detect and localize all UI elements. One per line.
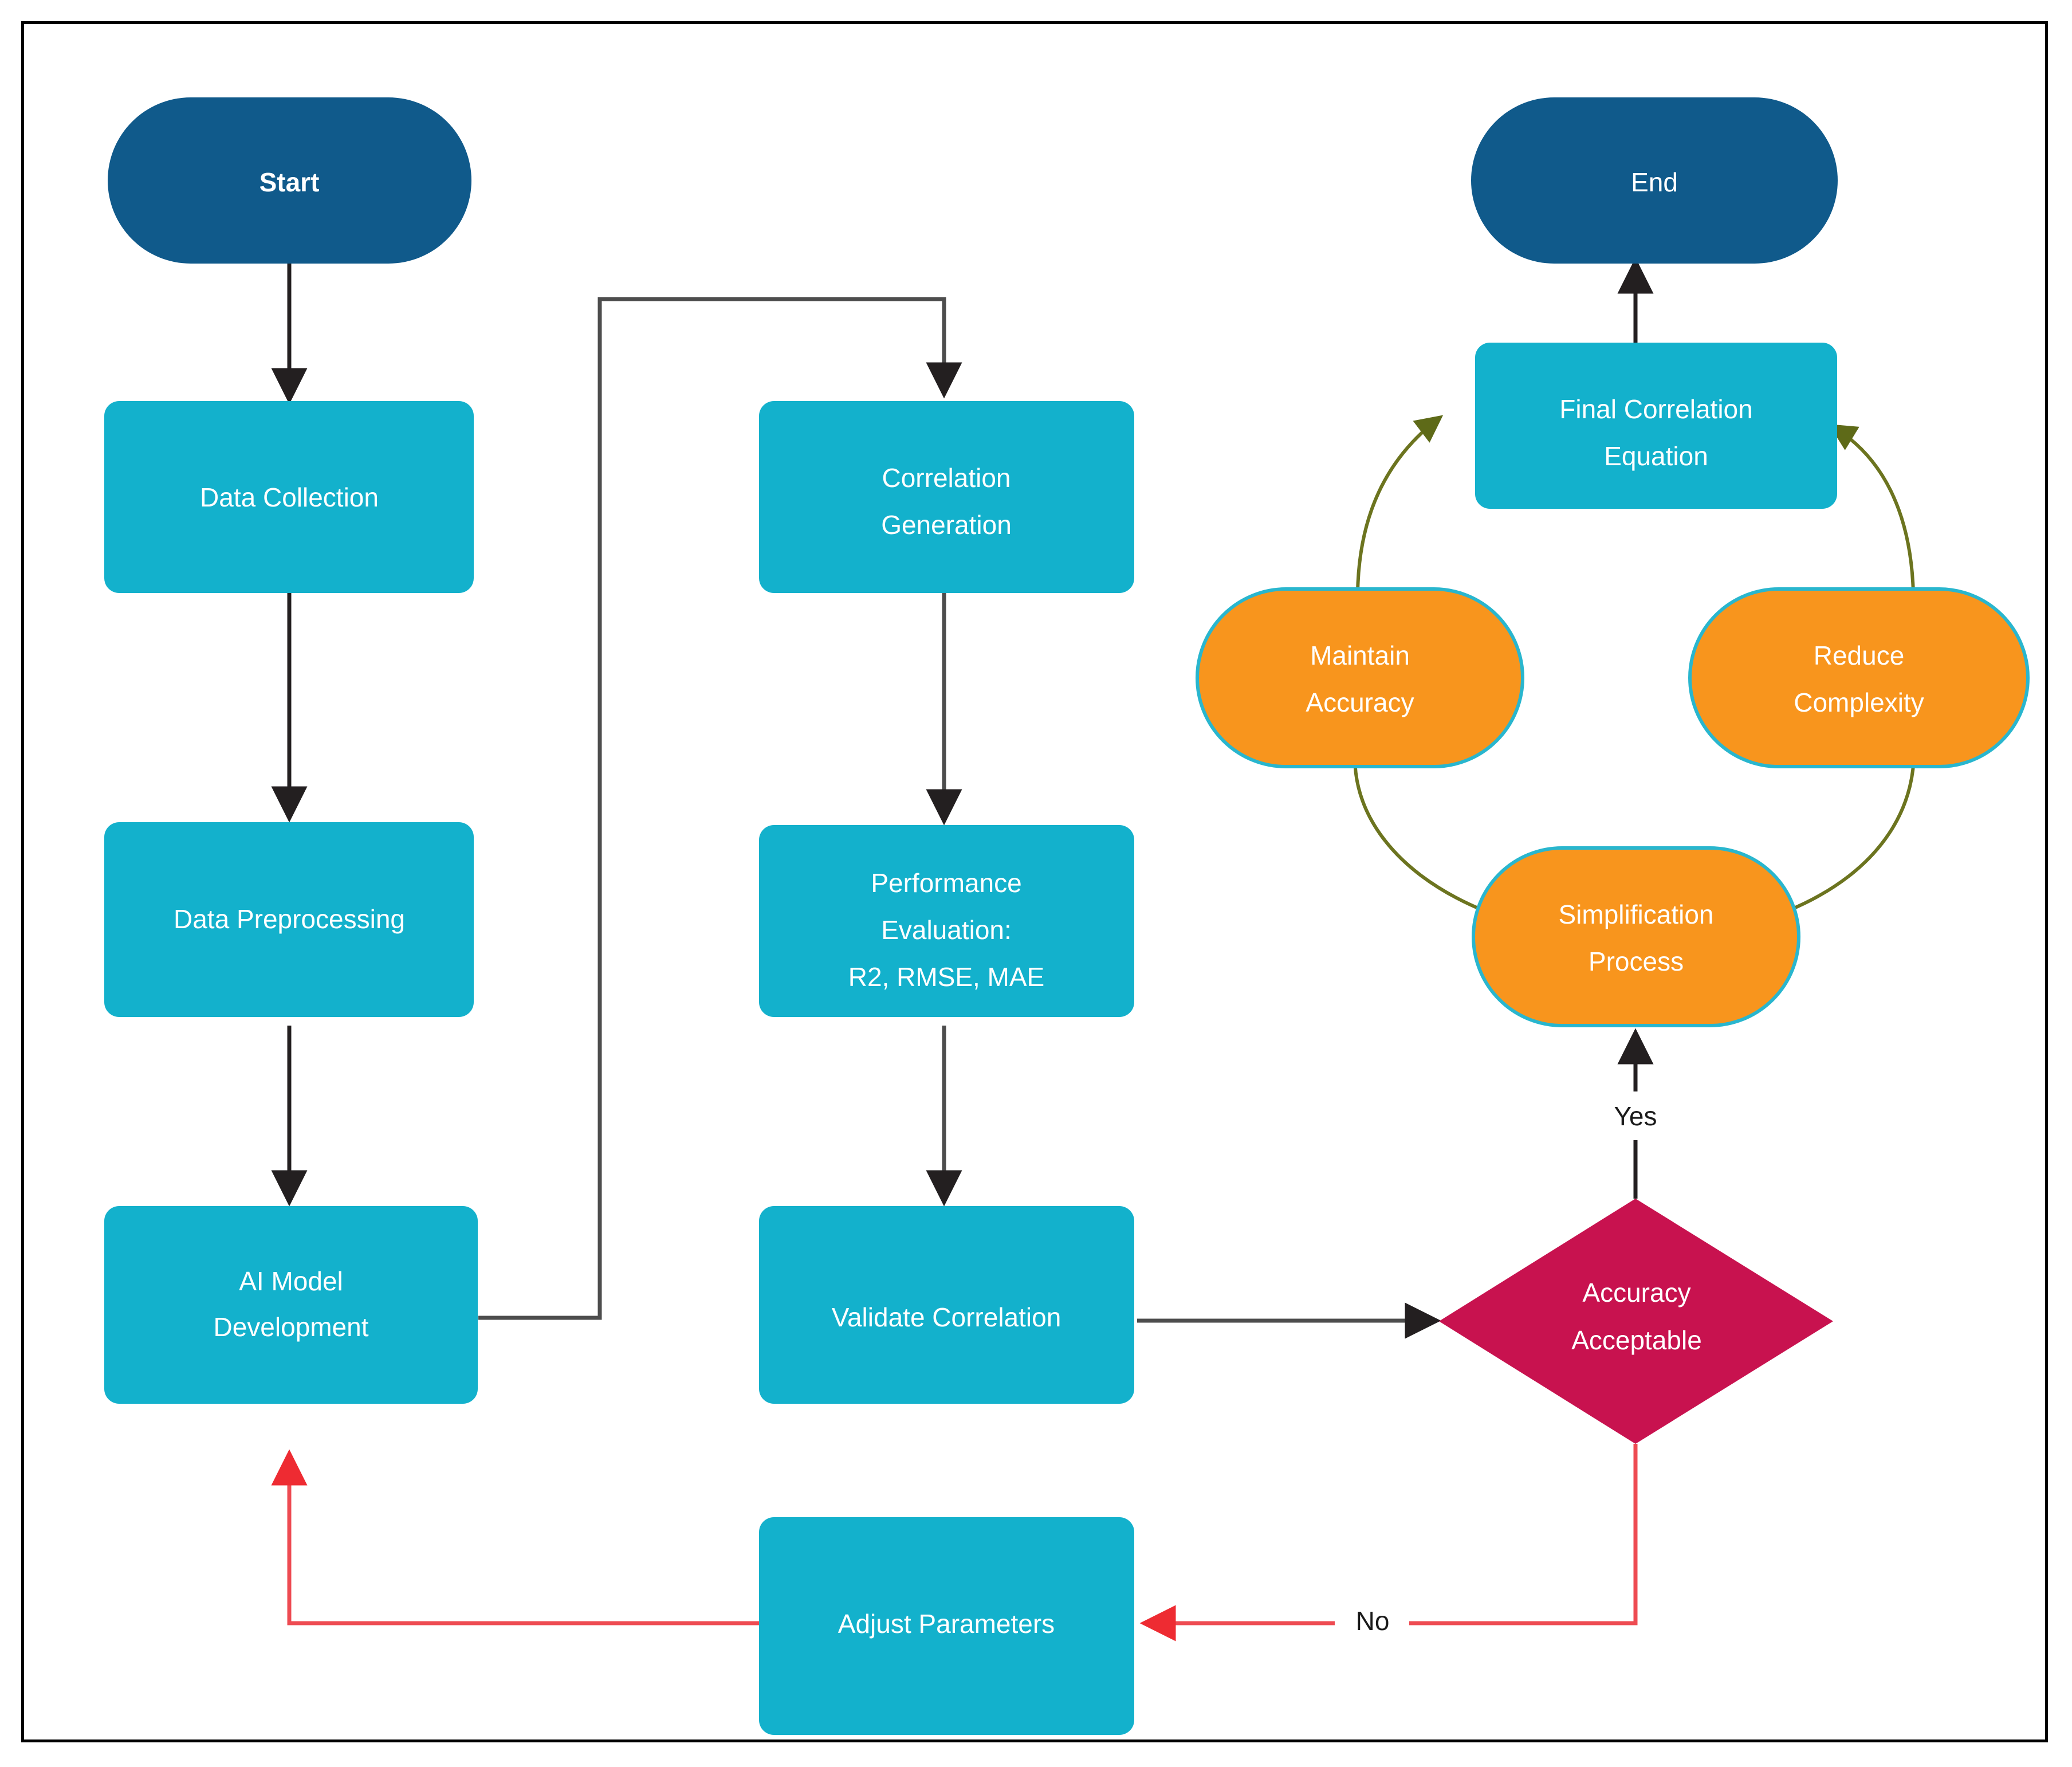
edge-label-no-group: No — [1335, 1601, 1409, 1643]
node-maintain-accuracy[interactable]: Maintain Accuracy — [1196, 587, 1524, 768]
node-start[interactable]: Start — [108, 97, 471, 264]
node-performance-evaluation[interactable]: Performance Evaluation: R2, RMSE, MAE — [759, 825, 1134, 1017]
edge-label-yes-group: Yes — [1590, 1097, 1681, 1137]
edge-label-yes: Yes — [1614, 1101, 1657, 1131]
node-ai-model-development-label-line2: Development — [213, 1312, 368, 1342]
node-accuracy-acceptable-label-line1: Accuracy — [1582, 1278, 1690, 1307]
node-maintain-accuracy-label-line2: Accuracy — [1306, 688, 1414, 717]
node-correlation-generation-label-line1: Correlation — [882, 463, 1011, 493]
node-accuracy-acceptable[interactable]: Accuracy Acceptable — [1439, 1199, 1833, 1444]
node-maintain-accuracy-label-line1: Maintain — [1310, 641, 1410, 670]
edge-reduce-complexity-to-final-correlation-equation — [1829, 424, 1915, 594]
node-correlation-generation-label-line2: Generation — [881, 510, 1012, 540]
node-performance-evaluation-label-line3: R2, RMSE, MAE — [848, 962, 1045, 992]
edge-accuracy-acceptable-to-adjust-parameters — [1406, 1444, 1638, 1625]
node-data-preprocessing[interactable]: Data Preprocessing — [104, 822, 474, 1017]
node-correlation-generation[interactable]: Correlation Generation — [759, 401, 1134, 593]
node-end-label: End — [1631, 167, 1678, 197]
node-start-label: Start — [260, 167, 320, 197]
node-final-correlation-equation-label-line1: Final Correlation — [1559, 394, 1752, 424]
node-ai-model-development[interactable]: AI Model Development — [104, 1206, 478, 1404]
node-data-collection[interactable]: Data Collection — [104, 401, 474, 593]
edge-maintain-accuracy-to-final-correlation-equation — [1356, 415, 1444, 594]
node-adjust-parameters-label: Adjust Parameters — [838, 1609, 1055, 1639]
node-simplification-process-label-line1: Simplification — [1559, 900, 1714, 929]
node-validate-correlation-label: Validate Correlation — [832, 1302, 1061, 1332]
node-simplification-process-label-line2: Process — [1589, 947, 1684, 976]
node-adjust-parameters[interactable]: Adjust Parameters — [759, 1517, 1134, 1735]
node-final-correlation-equation-label-line2: Equation — [1604, 441, 1708, 471]
node-end[interactable]: End — [1471, 97, 1838, 264]
edge-ai-model-to-correlation-generation — [478, 297, 962, 1320]
node-reduce-complexity-label-line1: Reduce — [1814, 641, 1905, 670]
edge-label-no: No — [1356, 1606, 1390, 1636]
node-performance-evaluation-label-line2: Evaluation: — [881, 915, 1012, 945]
node-data-collection-label: Data Collection — [200, 482, 379, 512]
edge-adjust-parameters-to-ai-model — [271, 1449, 759, 1625]
node-reduce-complexity-label-line2: Complexity — [1794, 688, 1924, 717]
node-simplification-process[interactable]: Simplification Process — [1472, 846, 1800, 1027]
node-ai-model-development-label-line1: AI Model — [239, 1266, 343, 1296]
node-data-preprocessing-label: Data Preprocessing — [174, 904, 405, 934]
node-validate-correlation[interactable]: Validate Correlation — [759, 1206, 1134, 1404]
node-final-correlation-equation[interactable]: Final Correlation Equation — [1475, 343, 1837, 509]
node-performance-evaluation-label-line1: Performance — [871, 868, 1021, 898]
node-accuracy-acceptable-label-line2: Acceptable — [1571, 1325, 1702, 1355]
node-reduce-complexity[interactable]: Reduce Complexity — [1688, 587, 2030, 768]
